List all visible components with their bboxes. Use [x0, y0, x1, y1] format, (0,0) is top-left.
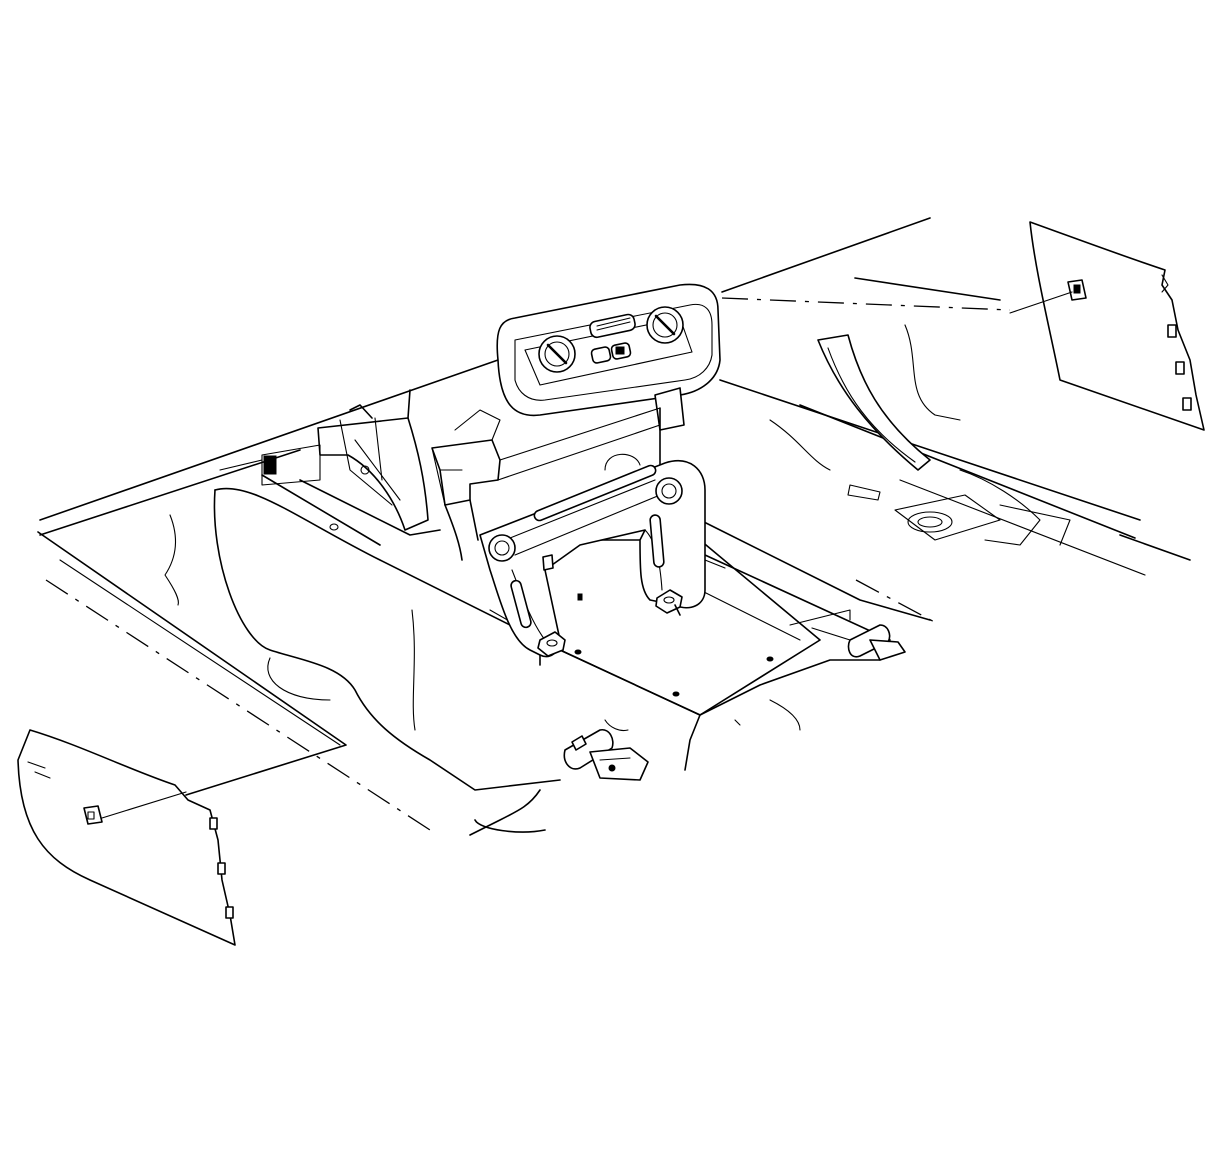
- floor-pan: [37, 217, 1191, 831]
- left-heater-duct: [219, 389, 429, 531]
- seat-belt-buckle-anchor-right: [789, 609, 906, 661]
- seat-belt-buckle-anchor-left: [563, 719, 649, 781]
- left-kick-panel-clip: [83, 805, 103, 825]
- hvac-mode-slider: [589, 313, 636, 339]
- hvac-left-knob: [538, 335, 576, 373]
- left-kick-panel: [17, 729, 236, 946]
- hvac-right-knob: [646, 306, 684, 344]
- right-kick-panel: [1009, 221, 1205, 431]
- bracket-nut-lower-left: [537, 631, 566, 657]
- front-floor-console-bracket: [431, 407, 726, 666]
- right-kick-panel-clip: [1067, 279, 1087, 301]
- bracket-bolt-upper-left: [488, 534, 516, 562]
- right-floor-contour: [817, 334, 931, 471]
- console-bracket-upper-mount: [431, 439, 501, 506]
- hvac-button-left: [590, 346, 612, 364]
- hvac-control-panel: [496, 283, 721, 431]
- bracket-bolt-upper-right: [655, 477, 683, 505]
